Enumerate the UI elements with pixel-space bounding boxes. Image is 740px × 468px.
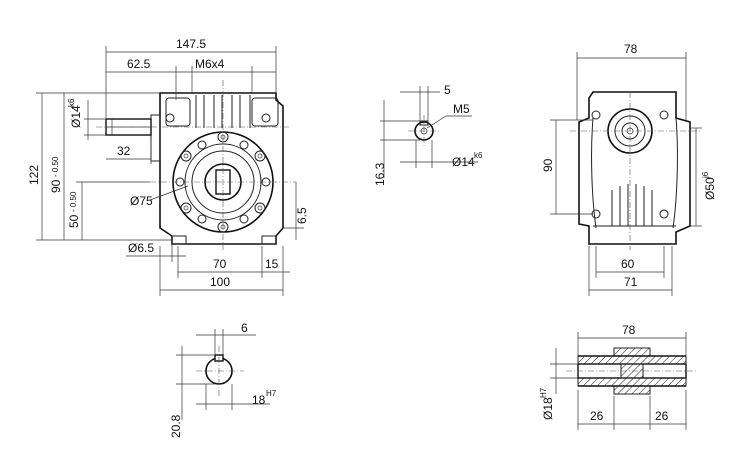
- dim-side-j6: j6: [701, 171, 710, 179]
- dim-shaft-d14: Ø14: [452, 155, 475, 169]
- side-housing-outline: [578, 91, 691, 245]
- dim-d14: Ø14: [69, 105, 83, 128]
- dim-side-60: 60: [621, 257, 635, 271]
- dim-hollow-78: 78: [622, 323, 636, 337]
- dim-90-tol: - 0.50: [51, 156, 60, 177]
- dim-side-78: 78: [624, 42, 638, 56]
- dim-bore-18: 18: [252, 393, 266, 407]
- dim-16-3: 16.3: [373, 162, 387, 186]
- dim-100: 100: [210, 275, 230, 289]
- dim-hollow-d18: Ø18: [541, 397, 555, 420]
- dim-bore-20-8: 20.8: [169, 414, 183, 438]
- dim-shaft-k6: k6: [474, 151, 483, 160]
- dim-122: 122: [27, 165, 41, 185]
- dim-side-71: 71: [624, 275, 638, 289]
- front-view: 147.5 62.5 M6x4 Ø14 k6 32 122 90: [27, 37, 309, 296]
- dim-d14-tol: k6: [67, 98, 76, 107]
- dim-90: 90: [49, 179, 63, 193]
- front-housing-outline: [159, 92, 284, 245]
- side-fins: [611, 184, 653, 226]
- dim-147-5: 147.5: [176, 37, 206, 51]
- dim-hollow-h7: H7: [539, 387, 548, 398]
- front-bolt-holes: [175, 131, 271, 233]
- front-left-boss: [150, 114, 161, 162]
- dim-side-90: 90: [541, 158, 555, 172]
- bore-view: 6 20.8 18 H7: [169, 321, 277, 438]
- hollow-shaft-view: 78 Ø18 H7 26 26: [539, 323, 698, 430]
- dim-side-d50: Ø50: [703, 177, 717, 200]
- dim-50-tol: - 0.50: [69, 191, 78, 212]
- dim-70: 70: [213, 257, 227, 271]
- dim-hollow-26-left: 26: [590, 409, 604, 423]
- dim-bore-6: 6: [241, 321, 248, 335]
- dim-hollow-26-right: 26: [655, 409, 669, 423]
- dim-15: 15: [265, 257, 279, 271]
- front-top-fins: [195, 95, 251, 128]
- dim-6-5: 6.5: [295, 207, 309, 224]
- dim-32: 32: [117, 144, 131, 158]
- dim-m6x4: M6x4: [195, 57, 225, 71]
- dim-bore-h7: H7: [266, 389, 277, 398]
- dim-m5: M5: [453, 102, 470, 116]
- side-view: 78 90 Ø50 j6 60 71: [541, 42, 717, 296]
- dim-key-5: 5: [444, 83, 451, 97]
- dim-d6-5: Ø6.5: [128, 241, 154, 255]
- dim-d75: Ø75: [130, 194, 153, 208]
- dim-62-5: 62.5: [127, 57, 151, 71]
- dim-50: 50: [67, 214, 81, 228]
- shaft-end-view: 5 M5 16.3 Ø14 k6: [373, 83, 483, 186]
